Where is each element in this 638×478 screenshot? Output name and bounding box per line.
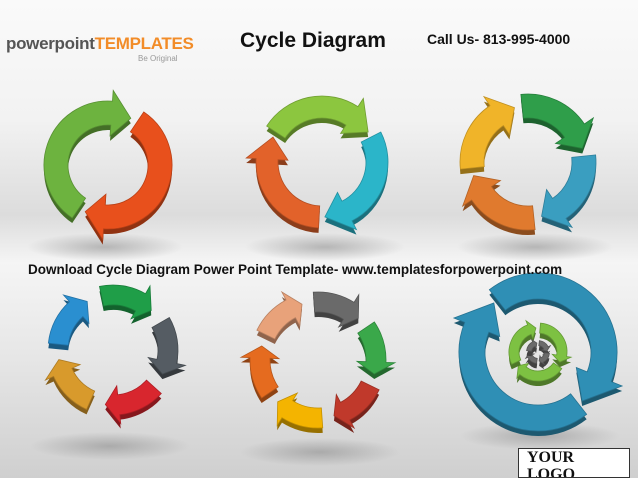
cycle-3-arrows-segment-2 xyxy=(324,131,389,231)
cycle-nested-outer-segment-2 xyxy=(452,302,588,432)
cycle-5-arrows-segment-1 xyxy=(99,284,152,320)
logo-placeholder-line2: LOGO xyxy=(527,466,576,478)
logo-word-powerpoint: powerpoint xyxy=(6,34,95,53)
cycle-3-arrows-segment-3 xyxy=(245,136,321,229)
shadow-2 xyxy=(245,233,405,261)
cycle-5-arrows-segment-3 xyxy=(104,379,162,425)
cycle-nested-inner-segment-4 xyxy=(526,338,538,352)
brand-logo: powerpointTEMPLATES Be Original xyxy=(6,34,194,70)
cycle-nested xyxy=(452,272,624,437)
cycle-6-arrows-segment-4 xyxy=(276,392,324,429)
shadow-6 xyxy=(460,422,620,450)
cycle-nested-inner-segment-3-depth xyxy=(525,358,538,369)
cycle-6-arrows-segment-3 xyxy=(333,380,380,430)
page-title: Cycle Diagram xyxy=(240,29,386,52)
shadow-5 xyxy=(240,438,400,466)
cycle-5-arrows-segment-2 xyxy=(147,316,187,375)
cycle-nested-middle-segment-3 xyxy=(508,319,537,365)
download-caption: Download Cycle Diagram Power Point Templ… xyxy=(28,262,563,277)
cycle-4-arrows xyxy=(459,93,597,235)
logo-tagline: Be Original xyxy=(138,54,178,63)
cycle-4-arrows-segment-3 xyxy=(461,175,536,231)
cycle-6-arrows-segment-6 xyxy=(256,290,303,340)
cycle-6-arrows-segment-2 xyxy=(355,321,397,375)
cycle-2-arrows-segment-1 xyxy=(84,111,173,241)
logo-placeholder-line1: YOUR xyxy=(527,449,575,466)
cycle-5-arrows-segment-5 xyxy=(47,294,90,346)
shadow-1 xyxy=(27,233,183,261)
cycle-6-arrows-segment-5 xyxy=(239,345,281,399)
cycle-6-arrows xyxy=(239,290,397,433)
cycle-nested-middle-segment-1 xyxy=(539,322,573,363)
shadow-3 xyxy=(457,233,613,261)
cycle-2-arrows xyxy=(43,89,173,245)
cycle-4-arrows-segment-4 xyxy=(459,95,515,170)
cycle-nested-outer-segment-1 xyxy=(488,272,624,402)
call-us-text: Call Us- 813-995-4000 xyxy=(427,31,571,47)
your-logo-placeholder: YOUR LOGO xyxy=(518,448,630,478)
logo-word-templates: TEMPLATES xyxy=(94,34,194,53)
cycle-5-arrows-segment-4 xyxy=(44,359,96,410)
cycle-nested-middle-segment-2 xyxy=(516,362,563,382)
cycle-3-arrows-segment-1 xyxy=(266,95,369,139)
cycle-nested-inner-segment-2 xyxy=(538,352,550,366)
cycle-4-arrows-segment-1 xyxy=(520,93,595,149)
cycle-6-arrows-segment-1 xyxy=(312,291,360,328)
cycle-2-arrows-segment-2 xyxy=(43,89,132,219)
cycle-nested-inner-segment-1 xyxy=(538,340,552,352)
cycle-5-arrows xyxy=(44,284,187,429)
shadow-4 xyxy=(30,432,190,460)
cycle-3-arrows xyxy=(245,95,389,235)
cycle-4-arrows-segment-2 xyxy=(541,154,597,229)
